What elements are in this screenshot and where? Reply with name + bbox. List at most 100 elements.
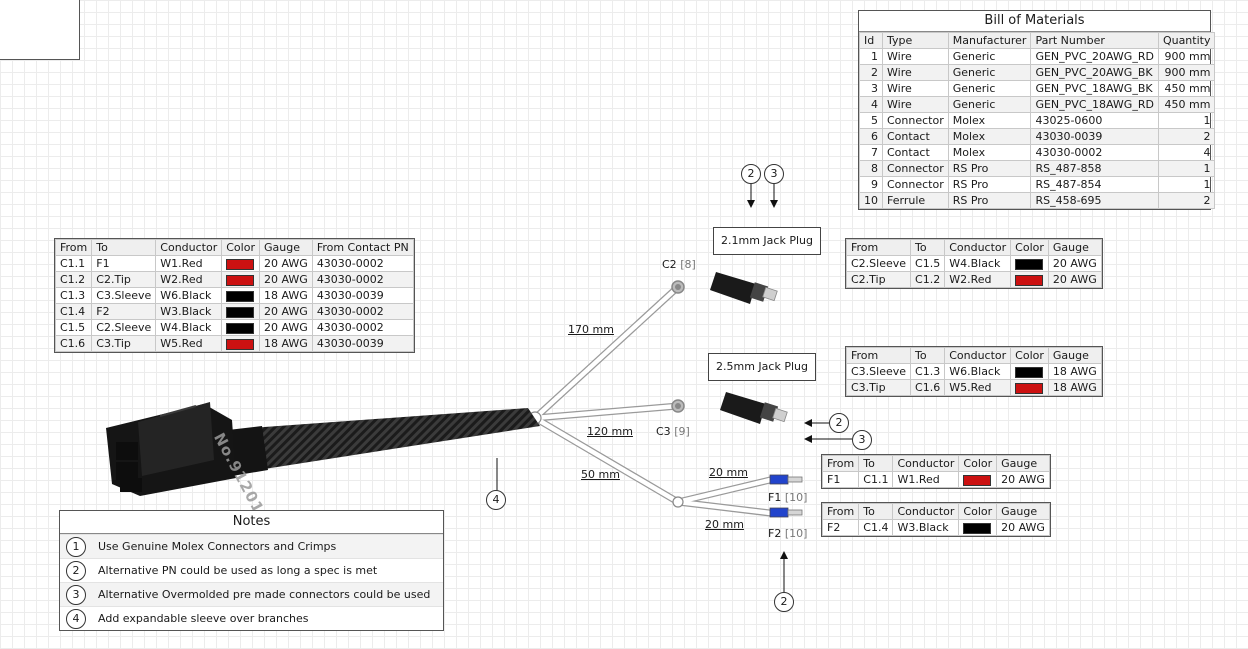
wire-table-cell [1010, 379, 1049, 396]
wire-table-cell: C2.Sleeve [91, 319, 157, 336]
wire-table-cell: W6.Black [155, 287, 223, 304]
bom-cell: RS Pro [947, 160, 1032, 177]
c2-end-node-core [675, 284, 681, 290]
wire-table-cell [221, 335, 260, 352]
wire-table-cell: W4.Black [155, 319, 223, 336]
wire-table-header: Color [1010, 239, 1049, 256]
note-number: 2 [66, 560, 86, 581]
wire-table-cell: 20 AWG [1047, 255, 1102, 272]
note-text: Alternative Overmolded pre made connecto… [98, 588, 431, 601]
connector-label-c3-pins: [9] [674, 425, 690, 438]
wire-table-header: Color [958, 503, 998, 520]
wire-table-cell: C3.Sleeve [845, 363, 912, 380]
bom-cell: Connector [882, 112, 949, 129]
wire-table-cell: W5.Red [155, 335, 223, 352]
bom-cell: GEN_PVC_20AWG_BK [1030, 64, 1159, 81]
wire-table-cell: C3.Tip [845, 379, 912, 396]
wire-table-cell: C3.Tip [91, 335, 157, 352]
wire-table-header: To [910, 239, 946, 256]
note-text: Alternative PN could be used as long a s… [98, 564, 378, 577]
wire-table-cell: 18 AWG [1047, 379, 1102, 396]
length-label-c3-branch: 120 mm [587, 425, 633, 438]
notes-title: Notes [60, 511, 443, 534]
note-row: 1 Use Genuine Molex Connectors and Crimps [60, 534, 443, 558]
wire-table-header: Conductor [944, 239, 1012, 256]
wire-table-header: Conductor [892, 503, 960, 520]
callout-note-3: 3 [852, 430, 872, 450]
wire-table-cell: 20 AWG [258, 303, 313, 320]
wire-table-cell: C3.Sleeve [91, 287, 157, 304]
bom-cell: Connector [882, 176, 949, 193]
callout-leaders [496, 183, 852, 592]
color-swatch [1015, 382, 1044, 394]
note-number: 1 [66, 536, 86, 557]
length-label-ferrule-trunk: 50 mm [581, 468, 620, 481]
callout-note-3: 3 [764, 164, 784, 184]
bom-cell: Molex [947, 128, 1032, 145]
connector-label-c3-name: C3 [656, 425, 671, 438]
wire-table-cell: 43030-0002 [311, 271, 414, 288]
wire-table-cell [958, 471, 998, 488]
wire-table-header: Color [1010, 347, 1049, 364]
note-number: 4 [66, 608, 86, 629]
bom-cell: GEN_PVC_18AWG_RD [1030, 96, 1159, 113]
plug-label-2-5mm: 2.5mm Jack Plug [708, 353, 816, 381]
callout-note-2: 2 [829, 413, 849, 433]
junction-node [672, 496, 684, 508]
note-text: Add expandable sleeve over branches [98, 612, 309, 625]
note-row: 4 Add expandable sleeve over branches [60, 606, 443, 630]
connector-label-f1-pins: [10] [784, 491, 808, 504]
wire-table-cell: W4.Black [944, 255, 1012, 272]
wire-table-cell [221, 271, 260, 288]
bom-cell: 2 [1157, 192, 1216, 209]
bom-cell: RS_487-858 [1030, 160, 1159, 177]
connector-label-f1: F1 [10] [768, 491, 807, 504]
connector-label-f1-name: F1 [768, 491, 782, 504]
wire-table-cell [221, 303, 260, 320]
color-swatch [1015, 274, 1044, 286]
wire-table-cell: F1 [821, 471, 860, 488]
wire-table-cell: C1.3 [54, 287, 93, 304]
wire-table-cell: F2 [821, 519, 860, 536]
color-swatch [226, 322, 255, 334]
wire-table-cell: C1.4 [858, 519, 894, 536]
bom-cell: Connector [882, 160, 949, 177]
note-number: 3 [66, 584, 86, 605]
wire-table-cell: W5.Red [944, 379, 1012, 396]
wire-table-cell: C1.6 [910, 379, 946, 396]
ferrule-f2 [769, 507, 803, 518]
wire-table-cell: 43030-0002 [311, 319, 414, 336]
wire-table-cell: C1.2 [910, 271, 946, 288]
wire-table-header: Gauge [258, 239, 313, 256]
connector-label-c3: C3 [9] [656, 425, 690, 438]
bom-cell: Contact [882, 128, 949, 145]
wire-table-cell: F1 [91, 255, 157, 272]
color-swatch [226, 338, 255, 350]
wire-table-header: From [845, 347, 912, 364]
connector-label-c2-name: C2 [662, 258, 677, 271]
note-text: Use Genuine Molex Connectors and Crimps [98, 540, 337, 553]
wire-table-cell: F2 [91, 303, 157, 320]
wire-table-header: Gauge [996, 455, 1050, 472]
connector-label-c2: C2 [8] [662, 258, 696, 271]
bom-cell: RS_458-695 [1030, 192, 1159, 209]
length-label-c2-branch: 170 mm [568, 323, 614, 336]
bom-cell: RS_487-854 [1030, 176, 1159, 193]
wire-table-cell: C1.5 [910, 255, 946, 272]
bom-column-header: Manufacturer [947, 32, 1032, 49]
wire-table-header: Conductor [892, 455, 960, 472]
